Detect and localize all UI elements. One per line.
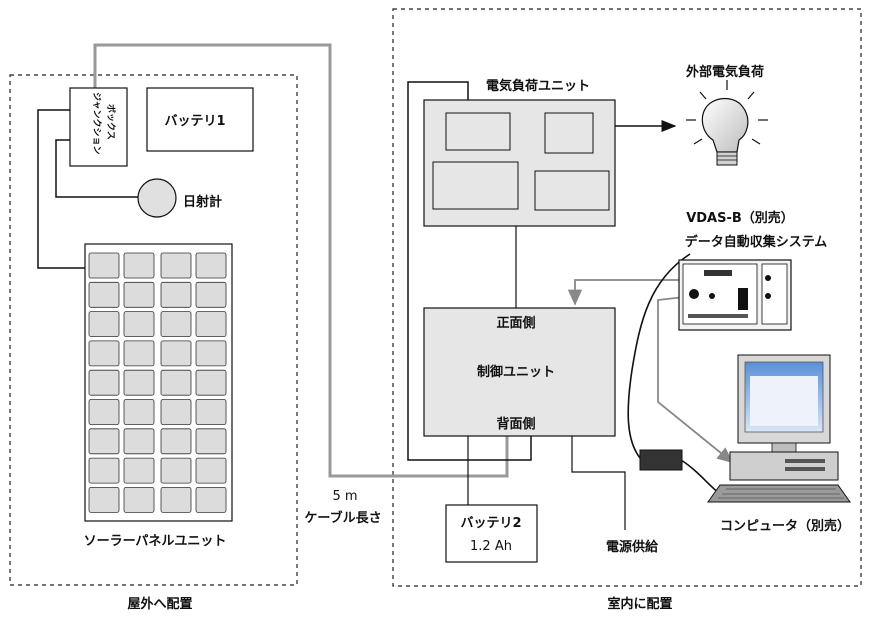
solar-cell bbox=[88, 399, 120, 425]
load-unit bbox=[423, 99, 616, 227]
solar-cell bbox=[123, 311, 155, 338]
battery2-box bbox=[445, 504, 538, 563]
solar-cell bbox=[88, 340, 120, 367]
solar-cell bbox=[195, 428, 227, 455]
battery2-capacity: 1.2 Ah bbox=[470, 539, 512, 554]
control-back-label: 背面側 bbox=[496, 416, 535, 432]
junction-box-label-2: ボックス bbox=[105, 104, 117, 140]
pyranometer bbox=[137, 178, 177, 218]
battery1-box bbox=[146, 87, 254, 152]
cable-length-label: ケーブル長さ bbox=[304, 510, 381, 526]
solar-cell bbox=[88, 457, 120, 484]
pyranometer-wire bbox=[55, 139, 138, 198]
pyranometer-label: 日射計 bbox=[183, 194, 222, 210]
solar-cell bbox=[160, 252, 192, 279]
solar-cell bbox=[123, 486, 155, 513]
control-unit-label: 制御ユニット bbox=[477, 364, 555, 380]
solar-cell bbox=[123, 252, 155, 279]
solar-cell bbox=[160, 281, 192, 308]
solar-cell bbox=[123, 399, 155, 425]
solar-panel-label: ソーラーパネルユニット bbox=[84, 534, 227, 549]
indoor-zone bbox=[392, 8, 862, 587]
control-unit bbox=[423, 307, 616, 437]
vdas-power-cable bbox=[627, 253, 691, 459]
vdas-to-control-cable bbox=[567, 279, 692, 306]
panel-wire bbox=[37, 109, 86, 269]
computer-label: コンピュータ（別売） bbox=[720, 518, 850, 534]
solar-cell bbox=[88, 486, 120, 513]
solar-cell bbox=[160, 399, 192, 425]
solar-cell bbox=[160, 311, 192, 338]
load-unit-label: 電気負荷ユニット bbox=[486, 78, 590, 94]
battery1-label: バッテリ1 bbox=[164, 114, 225, 129]
junction-box-label-1: ジャンクション bbox=[91, 92, 102, 155]
solar-cell bbox=[123, 369, 155, 396]
cable-5m bbox=[93, 43, 509, 478]
solar-cell bbox=[195, 311, 227, 338]
solar-cell bbox=[88, 252, 120, 279]
solar-cell bbox=[195, 340, 227, 367]
control-front-label: 正面側 bbox=[496, 315, 535, 331]
solar-cell bbox=[160, 486, 192, 513]
vdas-device bbox=[678, 259, 792, 331]
solar-cell bbox=[88, 428, 120, 455]
indoor-zone-label: 室内に配置 bbox=[607, 596, 672, 612]
vdas-title: VDAS-B（別売） bbox=[686, 210, 794, 226]
solar-cell bbox=[195, 252, 227, 279]
solar-cell bbox=[160, 369, 192, 396]
external-load-label: 外部電気負荷 bbox=[685, 64, 764, 80]
solar-cell bbox=[88, 369, 120, 396]
junction-box bbox=[69, 87, 128, 167]
solar-cell bbox=[160, 428, 192, 455]
cable-length: 5 m bbox=[332, 489, 357, 504]
solar-cell bbox=[195, 486, 227, 513]
solar-cell bbox=[160, 457, 192, 484]
vdas-to-computer-cable bbox=[657, 295, 734, 464]
solar-panel bbox=[84, 243, 233, 522]
solar-cell bbox=[195, 399, 227, 425]
outdoor-zone bbox=[9, 74, 298, 586]
outdoor-zone-label: 屋外へ配置 bbox=[127, 596, 192, 612]
power-supply-wire bbox=[571, 436, 626, 530]
battery2-label: バッテリ2 bbox=[460, 516, 521, 531]
solar-cell bbox=[123, 340, 155, 367]
solar-cell bbox=[88, 281, 120, 308]
computer-icon bbox=[707, 354, 851, 503]
ac-adapter bbox=[639, 449, 683, 471]
vdas-subtitle: データ自動収集システム bbox=[685, 234, 828, 250]
solar-cell bbox=[195, 369, 227, 396]
solar-cell bbox=[123, 428, 155, 455]
solar-cell bbox=[88, 311, 120, 338]
solar-cell bbox=[195, 457, 227, 484]
solar-cell bbox=[195, 281, 227, 308]
solar-cell bbox=[123, 281, 155, 308]
power-supply-label: 電源供給 bbox=[606, 539, 659, 555]
load-unit-wire bbox=[407, 81, 532, 461]
light-bulb-icon bbox=[686, 80, 768, 166]
solar-cell bbox=[160, 340, 192, 367]
solar-cell bbox=[123, 457, 155, 484]
